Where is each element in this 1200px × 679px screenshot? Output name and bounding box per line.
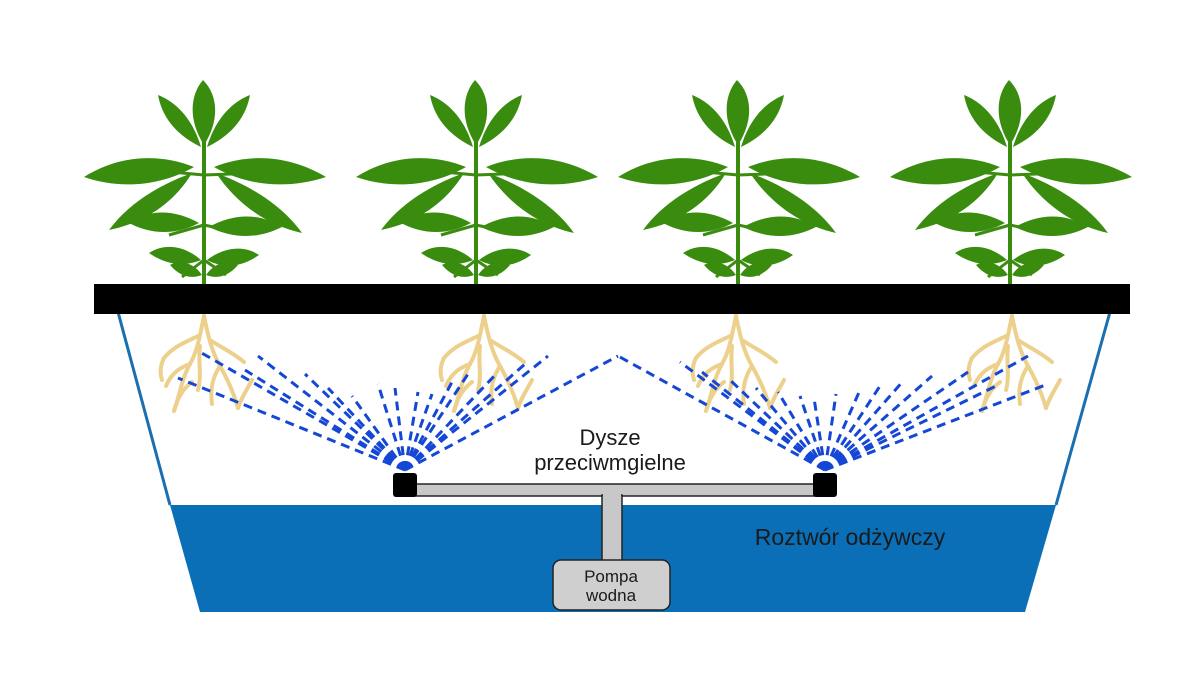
mist-jet [393,387,407,471]
mist-jet [403,370,500,472]
container-wall-right [1054,311,1112,506]
mist-jet [776,391,827,471]
mist-jet [823,379,906,471]
plant-1 [82,78,328,299]
mist-jet [403,391,420,471]
nozzle-left [393,473,417,497]
mist-jet [404,362,526,472]
mist-jet [728,378,827,472]
pipe-vertical [601,494,623,564]
nozzles-label-line1: Dysze [579,425,640,450]
mist-jet [199,350,406,472]
mist-jet [404,354,549,472]
mist-jet [812,397,827,471]
mist-jet [824,382,1001,472]
mist-jet [617,354,826,472]
pipe-system [393,473,837,564]
mist-jet [326,386,407,472]
mist-spray-left [177,350,619,472]
mist-spray-right [617,354,1049,472]
mist-jet [244,368,406,472]
plant-4 [888,78,1134,299]
pump-label-line1: Pompa [584,567,638,586]
mist-jet [177,376,406,472]
mist-jet [404,354,619,472]
plant-3 [616,78,862,299]
nozzles-label-line2: przeciwmgielne [534,450,686,475]
mist-jet [403,373,470,471]
water-pump: Pompa wodna [552,559,671,611]
mist-jet [798,395,827,471]
plant-2 [354,78,600,299]
solution-label: Roztwór odżywczy [755,524,946,550]
plants [82,78,1134,299]
mist-jet [376,383,407,471]
mist-jet [824,374,933,472]
mist-jet [823,385,882,471]
mist-jet [257,354,406,472]
mist-jet [350,395,407,471]
mist-jet [824,354,1029,472]
nozzle-right [813,473,837,497]
pipe-joint [603,494,621,498]
pump-body [552,559,671,611]
container-wall-left [116,311,172,506]
mist-jet [754,387,827,471]
mist-jet [824,382,1049,472]
mist-jet [701,370,826,472]
mist-jet [823,393,838,471]
mist-jet [403,393,434,471]
lid [94,284,1130,314]
pump-label-line2: wodna [585,586,637,605]
